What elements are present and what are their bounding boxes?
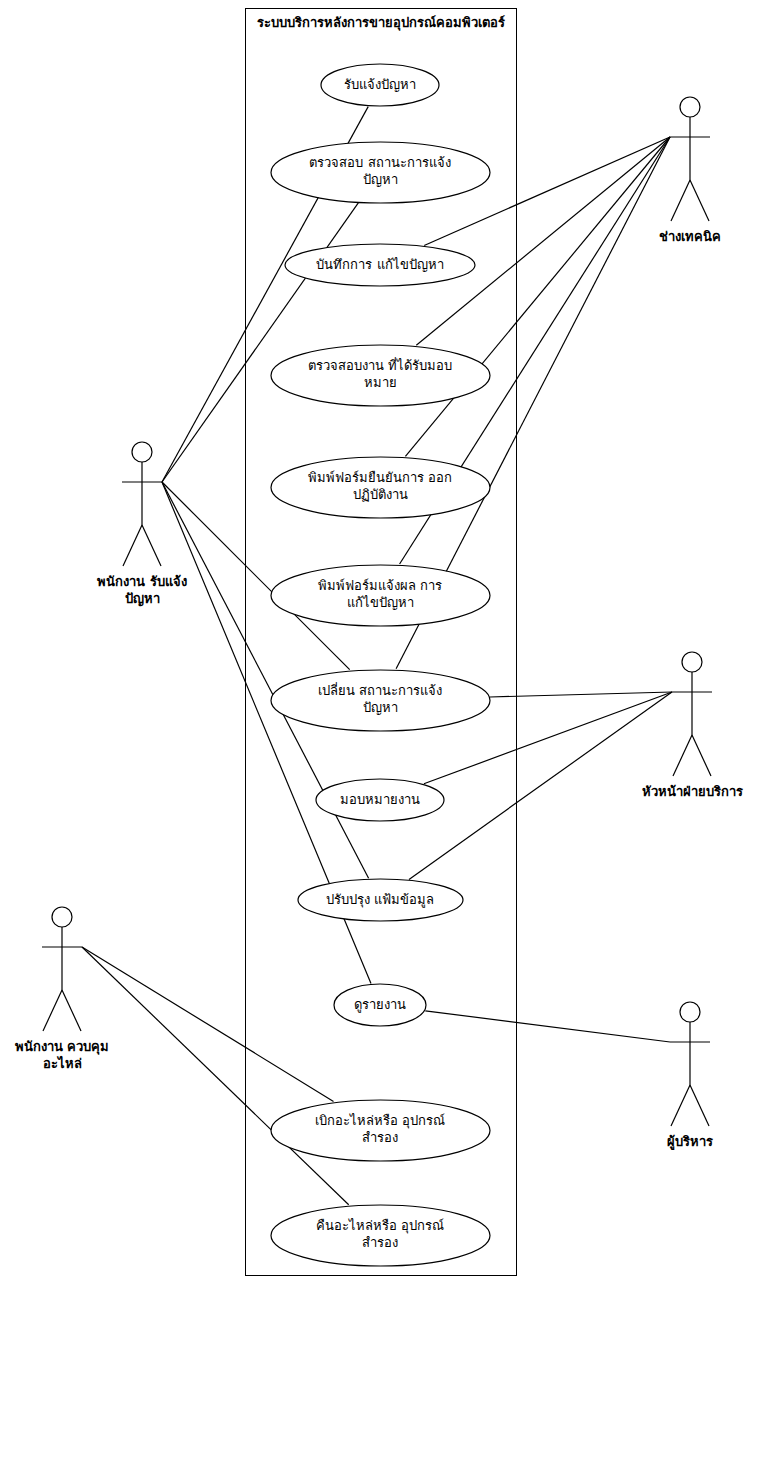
use-case-label: ปรับปรุง แฟ้มข้อมูล [326, 892, 434, 909]
use-case-texts: คืนอะไหล่หรือ อุปกรณ์สำรอง [305, 1218, 455, 1252]
use-case-ellipse: มอบหมายงาน [315, 778, 445, 822]
actor-label: พนักงาน รับแจ้งปัญหา [97, 574, 187, 608]
use-case-label: คืนอะไหล่หรือ อุปกรณ์สำรอง [305, 1218, 455, 1252]
use-case-texts: รับแจ้งปัญหา [344, 77, 416, 94]
use-case-label: บันทึกการ แก้ไขปัญหา [316, 257, 443, 274]
use-case-label: มอบหมายงาน [340, 792, 420, 809]
association-line [425, 1011, 670, 1042]
actor: พนักงาน ควบคุมอะไหล่ [7, 905, 117, 1073]
use-case-ellipse: ดูรายงาน [333, 983, 427, 1027]
use-case-ellipse: บันทึกการ แก้ไขปัญหา [284, 243, 476, 287]
actor-figure [117, 440, 167, 570]
use-case-ellipse: เปลี่ยน สถานะการแจ้งปัญหา [270, 669, 491, 732]
association-line [490, 692, 672, 697]
use-case-ellipse: ตรวจสอบงาน ที่ได้รับมอบหมาย [270, 344, 491, 407]
use-case-texts: พิมพ์ฟอร์มแจ้งผล การแก้ไขปัญหา [305, 578, 455, 612]
actor: หัวหน้าฝ่ายบริการ [627, 650, 757, 801]
system-title: ระบบบริการหลังการขายอุปกรณ์คอมพิวเตอร์ [246, 15, 516, 32]
association-line [162, 203, 358, 482]
actor-figure [665, 95, 715, 225]
use-case-texts: บันทึกการ แก้ไขปัญหา [316, 257, 443, 274]
use-case-texts: ตรวจสอบ สถานะการแจ้งปัญหา [305, 155, 455, 189]
use-case-texts: มอบหมายงาน [340, 792, 420, 809]
actor-label: ผู้บริหาร [635, 1134, 745, 1151]
actor-label: พนักงาน ควบคุมอะไหล่ [12, 1039, 112, 1073]
association-line [82, 947, 349, 1205]
actor: พนักงาน รับแจ้งปัญหา [92, 440, 192, 608]
use-case-texts: เปลี่ยน สถานะการแจ้งปัญหา [305, 683, 455, 717]
actor-label: ช่างเทคนิค [635, 229, 745, 246]
use-case-ellipse: รับแจ้งปัญหา [320, 63, 440, 107]
use-case-texts: เบิกอะไหล่หรือ อุปกรณ์สำรอง [305, 1113, 455, 1147]
use-case-texts: ปรับปรุง แฟ้มข้อมูล [326, 892, 434, 909]
use-case-label: รับแจ้งปัญหา [344, 77, 416, 94]
actor-figure [667, 650, 717, 780]
association-line [82, 947, 334, 1101]
use-case-ellipse: ปรับปรุง แฟ้มข้อมูล [297, 878, 464, 922]
use-case-texts: ดูรายงาน [354, 997, 406, 1014]
use-case-ellipse: ตรวจสอบ สถานะการแจ้งปัญหา [270, 141, 491, 204]
use-case-label: ตรวจสอบงาน ที่ได้รับมอบหมาย [305, 358, 455, 392]
use-case-label: พิมพ์ฟอร์มแจ้งผล การแก้ไขปัญหา [305, 578, 455, 612]
actor: ช่างเทคนิค [630, 95, 750, 246]
use-case-label: เปลี่ยน สถานะการแจ้งปัญหา [305, 683, 455, 717]
actor-label: หัวหน้าฝ่ายบริการ [632, 784, 752, 801]
use-case-label: เบิกอะไหล่หรือ อุปกรณ์สำรอง [305, 1113, 455, 1147]
use-case-texts: ตรวจสอบงาน ที่ได้รับมอบหมาย [305, 358, 455, 392]
use-case-ellipse: เบิกอะไหล่หรือ อุปกรณ์สำรอง [270, 1099, 491, 1162]
use-case-label: พิมพ์ฟอร์มยืนยันการ ออกปฏิบัติงาน [305, 470, 455, 504]
actor-figure [37, 905, 87, 1035]
system-boundary: ระบบบริการหลังการขายอุปกรณ์คอมพิวเตอร์รั… [245, 8, 517, 1276]
use-case-ellipse: พิมพ์ฟอร์มแจ้งผล การแก้ไขปัญหา [270, 564, 491, 627]
actor-figure [665, 1000, 715, 1130]
actor: ผู้บริหาร [630, 1000, 750, 1151]
use-case-ellipse: คืนอะไหล่หรือ อุปกรณ์สำรอง [270, 1204, 491, 1267]
use-case-label: ตรวจสอบ สถานะการแจ้งปัญหา [305, 155, 455, 189]
use-case-label: ดูรายงาน [354, 997, 406, 1014]
use-case-texts: พิมพ์ฟอร์มยืนยันการ ออกปฏิบัติงาน [305, 470, 455, 504]
use-case-ellipse: พิมพ์ฟอร์มยืนยันการ ออกปฏิบัติงาน [270, 456, 491, 519]
